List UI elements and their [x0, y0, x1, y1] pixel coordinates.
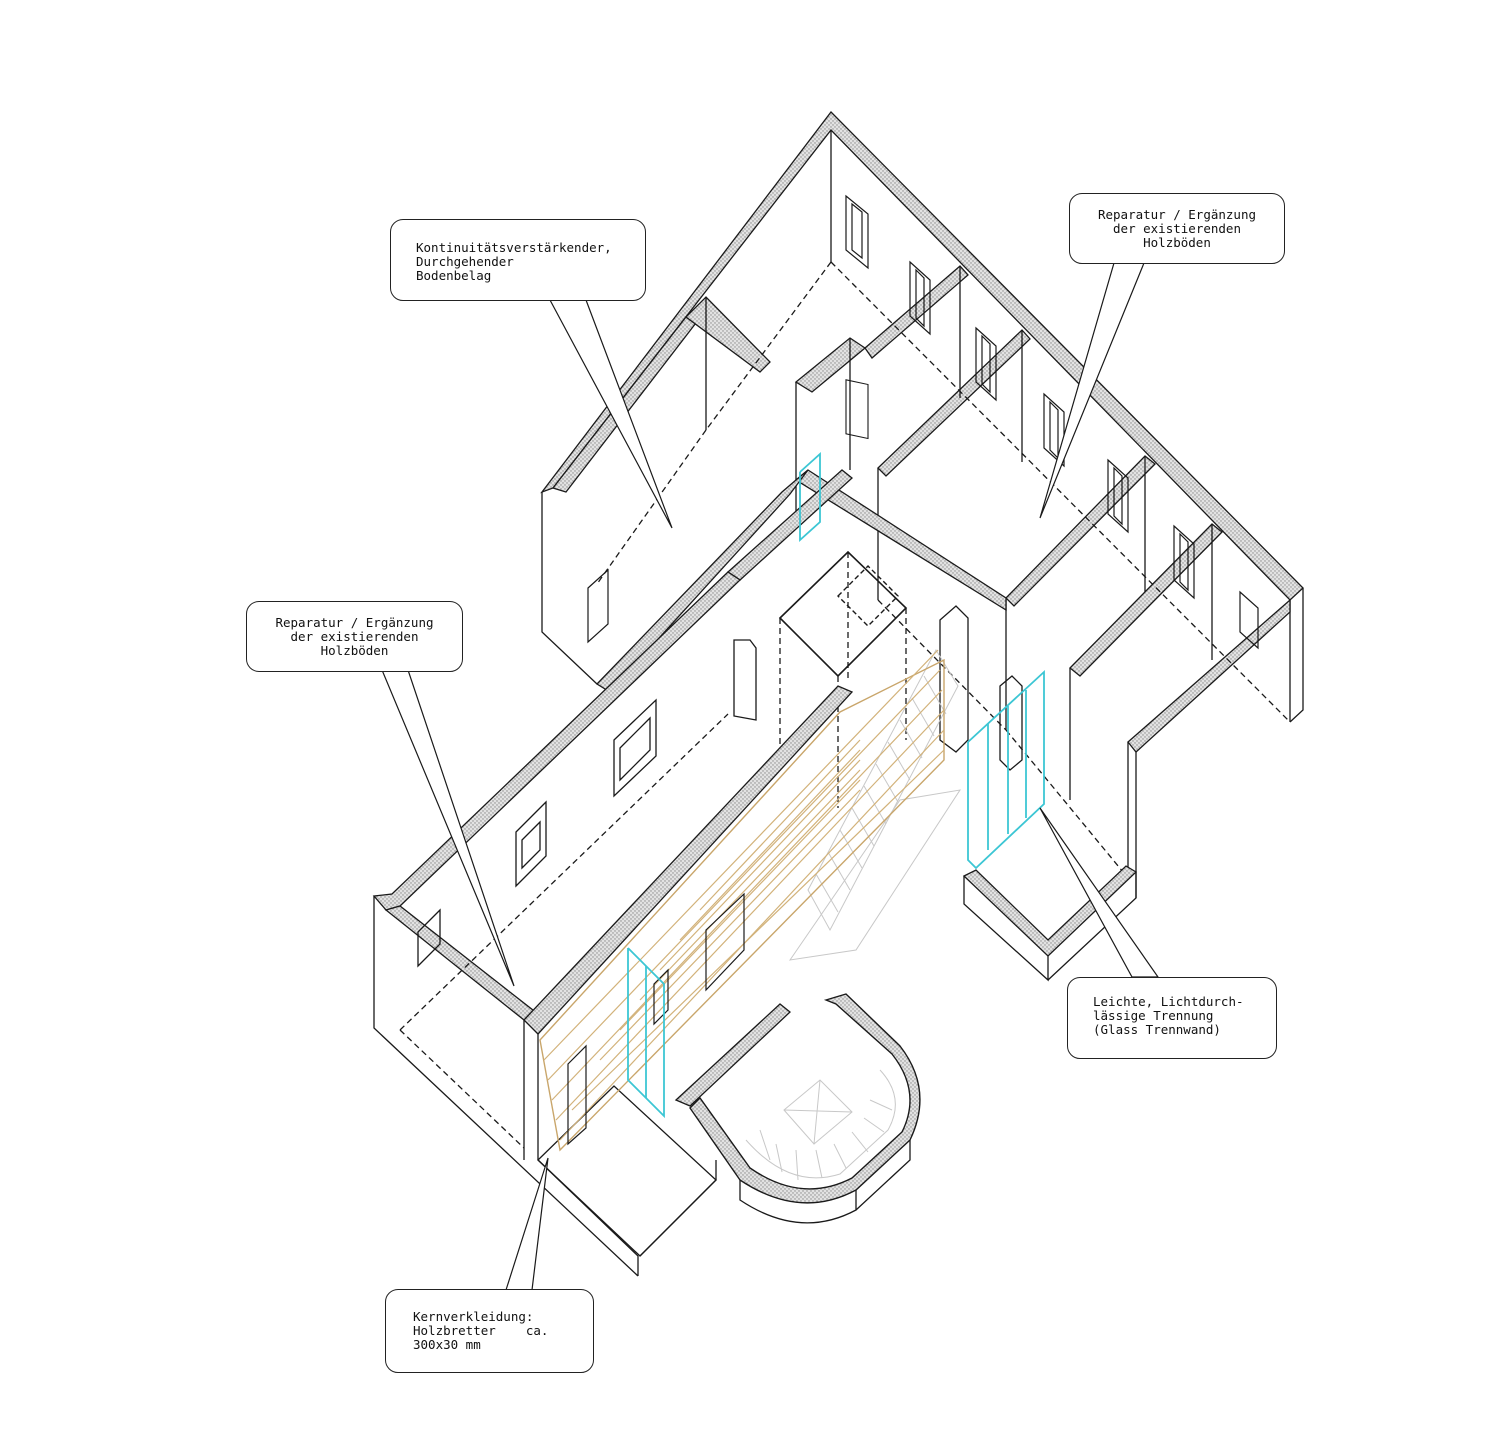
callout-line: Reparatur / Ergänzung — [275, 615, 434, 630]
north-wing-windows — [587, 194, 1259, 650]
callout-trennung: Leichte, Lichtdurch- lässige Trennung (G… — [1067, 977, 1277, 1059]
leader-holzboeden-left — [381, 669, 515, 987]
callout-line: lässige Trennung — [1093, 1008, 1214, 1023]
callout-line: Kontinuitätsverstärkender, — [416, 240, 612, 255]
callout-line: Reparatur / Ergänzung — [1097, 207, 1257, 222]
callout-line: der existierenden — [1113, 221, 1241, 236]
callout-line: Durchgehender — [416, 254, 514, 269]
leader-kernverkleidung — [505, 1157, 549, 1291]
callout-holzboeden-right: Reparatur / Ergänzung der existierenden … — [1069, 193, 1285, 264]
central-corridor — [595, 469, 1023, 808]
callout-line: Holzböden — [1143, 235, 1211, 250]
callout-line: Kernverkleidung: — [413, 1309, 534, 1324]
callout-holzboeden-left: Reparatur / Ergänzung der existierenden … — [246, 601, 463, 672]
core-stair — [788, 648, 962, 961]
core-doors — [567, 892, 745, 1146]
callout-line: Leichte, Lichtdurch- — [1093, 994, 1244, 1009]
callout-line: 300x30 mm — [413, 1337, 481, 1352]
leader-bodenbelag — [548, 299, 673, 529]
leader-lines — [381, 262, 1160, 1291]
southeast-projection — [962, 752, 1138, 982]
callout-line: der existierenden — [290, 629, 419, 644]
callout-line: (Glass Trennwand) — [1093, 1022, 1221, 1037]
callout-bodenbelag: Kontinuitätsverstärkender, Durchgehender… — [390, 219, 646, 301]
callout-kernverkleidung: Kernverkleidung: Holzbretter ca. 300x30 … — [385, 1289, 594, 1373]
glass-partitions — [627, 451, 1045, 1119]
leader-trennung — [1039, 807, 1160, 978]
spiral-stair — [745, 1069, 896, 1181]
callout-line: Holzbretter ca. — [413, 1323, 549, 1338]
callout-line: Holzböden — [320, 643, 389, 658]
wood-cladding — [539, 649, 945, 1152]
stair-tower — [674, 993, 921, 1224]
callout-line: Bodenbelag — [416, 268, 492, 283]
west-wing — [372, 571, 854, 1277]
